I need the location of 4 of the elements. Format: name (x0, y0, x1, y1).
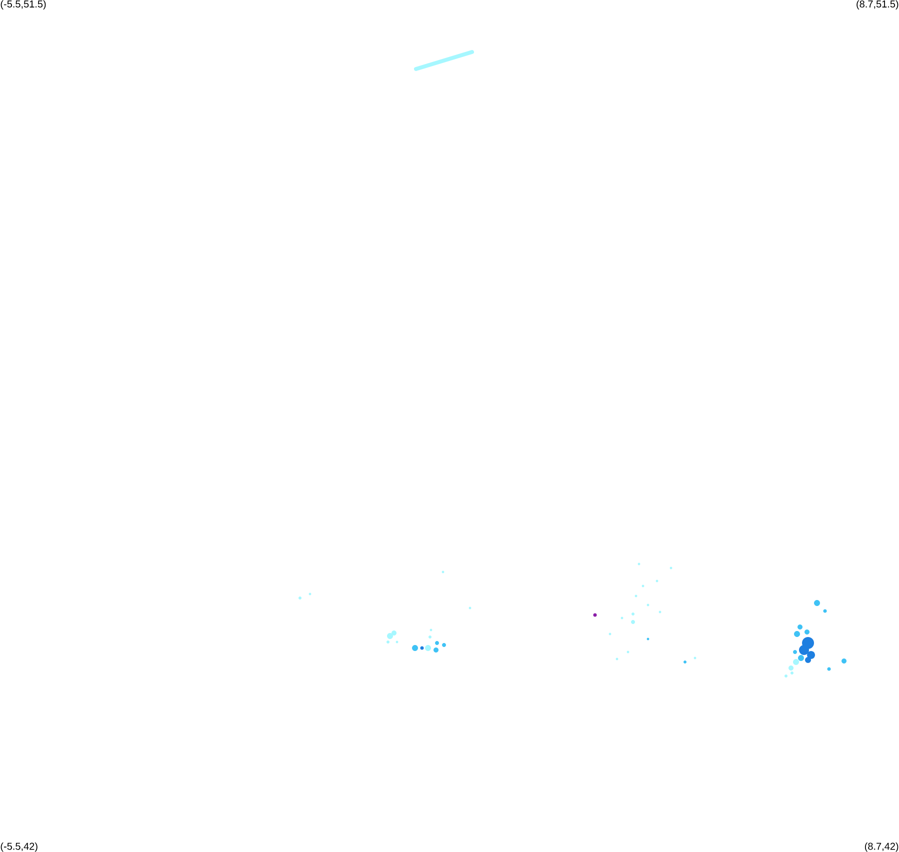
coordinate-label: (-5.5,42) (0, 842, 38, 852)
coordinate-label: (-5.5,51.5) (0, 0, 46, 10)
coordinate-label: (8.7,51.5) (856, 0, 898, 10)
coordinate-label: (8.7,42) (864, 842, 898, 852)
